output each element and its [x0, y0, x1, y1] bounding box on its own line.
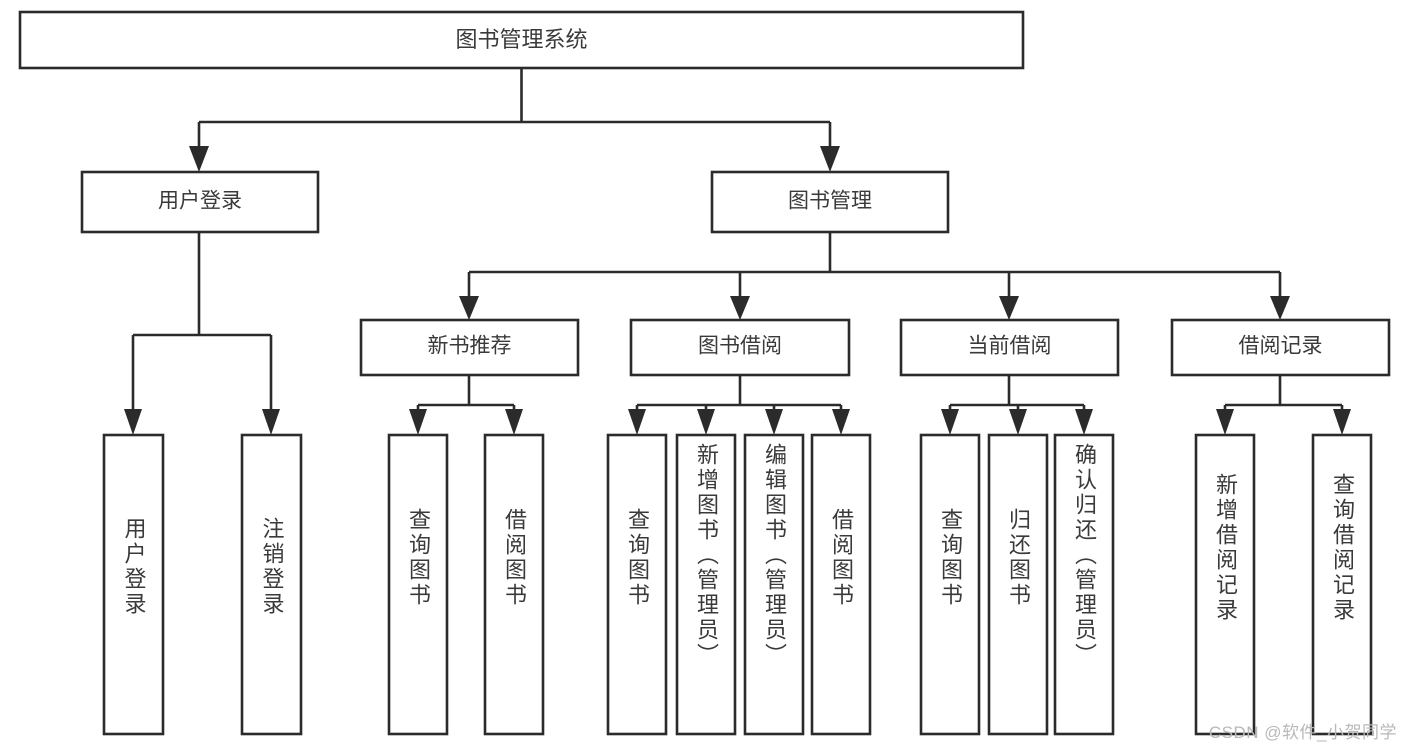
- node-root-box[interactable]: [18, 10, 1025, 70]
- node-new-book-box[interactable]: [359, 318, 580, 377]
- arrowhead-book-borrow: [730, 296, 750, 320]
- arrowhead-leaf-5: [628, 409, 646, 435]
- leaf-box-borrow-record-1[interactable]: [1194, 433, 1256, 736]
- arrowhead-user-login: [189, 146, 209, 172]
- arrowhead-leaf-12: [1216, 409, 1234, 435]
- leaf-box-book-borrow-4[interactable]: [810, 433, 872, 736]
- arrowhead-book-manage: [820, 146, 840, 172]
- arrowhead-borrow-record: [1270, 296, 1290, 320]
- leaf-box-current-borrow-2[interactable]: [987, 433, 1049, 736]
- node-layer: 图书管理系统 用户登录 图书管理 新书推荐 图书借阅 当前借阅 借阅记录: [18, 10, 1391, 736]
- arrowhead-leaf-2: [262, 409, 280, 435]
- node-current-borrow-box[interactable]: [899, 318, 1120, 377]
- leaf-box-new-book-2[interactable]: [483, 433, 545, 736]
- node-book-manage-box[interactable]: [710, 170, 950, 234]
- arrowhead-layer: [124, 146, 1351, 435]
- node-book-borrow-box[interactable]: [629, 318, 851, 377]
- leaf-box-book-borrow-1[interactable]: [606, 433, 668, 736]
- arrowhead-leaf-8: [832, 409, 850, 435]
- node-root-label: 图书管理系统: [455, 27, 587, 52]
- node-user-login-label: 用户登录: [158, 190, 242, 213]
- arrowhead-leaf-1: [124, 409, 142, 435]
- node-book-manage-label: 图书管理: [788, 190, 872, 213]
- leaf-box-borrow-record-2[interactable]: [1311, 433, 1373, 736]
- arrowhead-leaf-4: [505, 409, 523, 435]
- leaf-box-user-login-1[interactable]: [102, 433, 165, 736]
- arrowhead-leaf-7: [765, 409, 783, 435]
- node-current-borrow-label: 当前借阅: [968, 335, 1052, 358]
- arrowhead-leaf-6: [697, 409, 715, 435]
- arrowhead-leaf-10: [1009, 409, 1027, 435]
- node-new-book-label: 新书推荐: [428, 335, 512, 358]
- leaf-box-current-borrow-1[interactable]: [919, 433, 981, 736]
- arrowhead-leaf-9: [941, 409, 959, 435]
- arrowhead-leaf-13: [1333, 409, 1351, 435]
- node-borrow-record-box[interactable]: [1170, 318, 1391, 377]
- leaf-box-user-login-2[interactable]: [240, 433, 303, 736]
- leaf-box-current-borrow-3[interactable]: [1053, 433, 1115, 736]
- node-book-borrow-label: 图书借阅: [698, 335, 782, 358]
- leaf-box-book-borrow-2[interactable]: [675, 433, 737, 736]
- arrowhead-current-borrow: [999, 296, 1019, 320]
- arrowhead-leaf-3: [409, 409, 427, 435]
- leaf-box-book-borrow-3[interactable]: [743, 433, 805, 736]
- arrowhead-new-book: [459, 296, 479, 320]
- leaf-box-new-book-1[interactable]: [387, 433, 449, 736]
- watermark-text: CSDN @软件_小贺同学: [1208, 723, 1397, 742]
- arrowhead-leaf-11: [1075, 409, 1093, 435]
- node-user-login-box[interactable]: [80, 170, 320, 234]
- node-borrow-record-label: 借阅记录: [1239, 335, 1323, 358]
